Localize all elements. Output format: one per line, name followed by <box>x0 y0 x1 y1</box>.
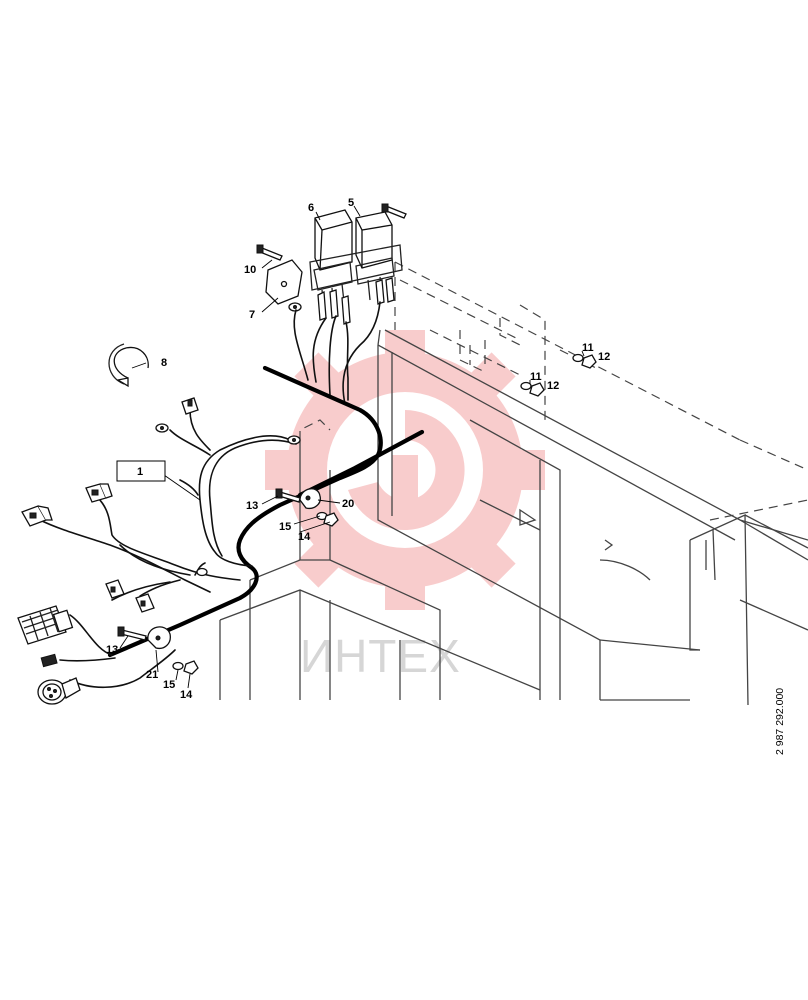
washer-11-lower-icon <box>520 381 532 391</box>
mounting-plate-7-icon <box>265 259 303 305</box>
clamp-21-icon <box>147 626 171 650</box>
harness-branch-wires <box>39 409 297 689</box>
relay-bolt-icon <box>381 203 407 219</box>
callout-13a-label: 13 <box>246 500 258 512</box>
callout-15b-label: 15 <box>163 679 175 691</box>
multi-pin-connector-icon <box>17 605 74 645</box>
callout-21-label: 21 <box>146 669 158 681</box>
small-plug-icon <box>40 653 58 668</box>
leader-lines <box>119 205 585 689</box>
clamp-20-icon <box>299 488 321 510</box>
callout-11a-label: 11 <box>582 342 594 354</box>
connector-upper-left-icon <box>181 397 199 415</box>
bolt-10-icon <box>256 244 283 261</box>
callout-15a-label: 15 <box>279 521 291 533</box>
relay-6-icon <box>313 209 353 311</box>
callout-12a-label: 12 <box>598 351 610 363</box>
nut-14-lower-icon <box>183 660 199 675</box>
nut-12-upper-icon <box>581 354 597 369</box>
connector-mid-1-icon <box>105 579 125 599</box>
relay-wires <box>293 301 381 405</box>
ring-terminal-icon <box>196 567 208 577</box>
connector-left-2-icon <box>21 505 53 527</box>
callout-10-label: 10 <box>244 264 256 276</box>
callout-5-label: 5 <box>348 197 354 209</box>
callout-20-label: 20 <box>342 498 354 510</box>
washer-15-lower-icon <box>172 661 184 671</box>
callout-13b-label: 13 <box>106 644 118 656</box>
callout-12b-label: 12 <box>547 380 559 392</box>
relay-5-icon <box>355 211 395 301</box>
bolt-13-lower-icon <box>117 626 147 641</box>
watermark-text: ИНТЕХ <box>300 630 461 682</box>
callout-6-label: 6 <box>308 202 314 214</box>
clip-ring-8-icon <box>108 343 149 388</box>
nut-12-lower-icon <box>529 382 545 397</box>
relay-bracket-icon <box>309 244 403 291</box>
round-connector-icon <box>37 677 81 705</box>
relay-terminals-icon <box>317 277 395 325</box>
ring-terminal-icon <box>155 423 169 433</box>
callout-8-label: 8 <box>161 357 167 369</box>
callout-1-box <box>116 460 166 482</box>
bolt-13-upper-icon <box>275 488 301 503</box>
main-harness-trunk <box>107 365 425 658</box>
callout-11b-label: 11 <box>530 371 542 383</box>
connector-left-1-icon <box>85 483 113 503</box>
callout-7-label: 7 <box>249 309 255 321</box>
connector-mid-2-icon <box>135 593 155 613</box>
callout-14b-label: 14 <box>180 689 193 701</box>
ring-terminal-icon <box>288 302 302 312</box>
ring-terminal-icon <box>287 435 301 445</box>
watermark-logo-icon <box>265 330 545 610</box>
callout-1-label: 1 <box>137 466 143 478</box>
document-number: 2 987 292.000 <box>774 688 786 755</box>
callout-14a-label: 14 <box>298 531 311 543</box>
hidden-frame-lines <box>299 261 808 521</box>
washer-11-upper-icon <box>572 353 584 363</box>
